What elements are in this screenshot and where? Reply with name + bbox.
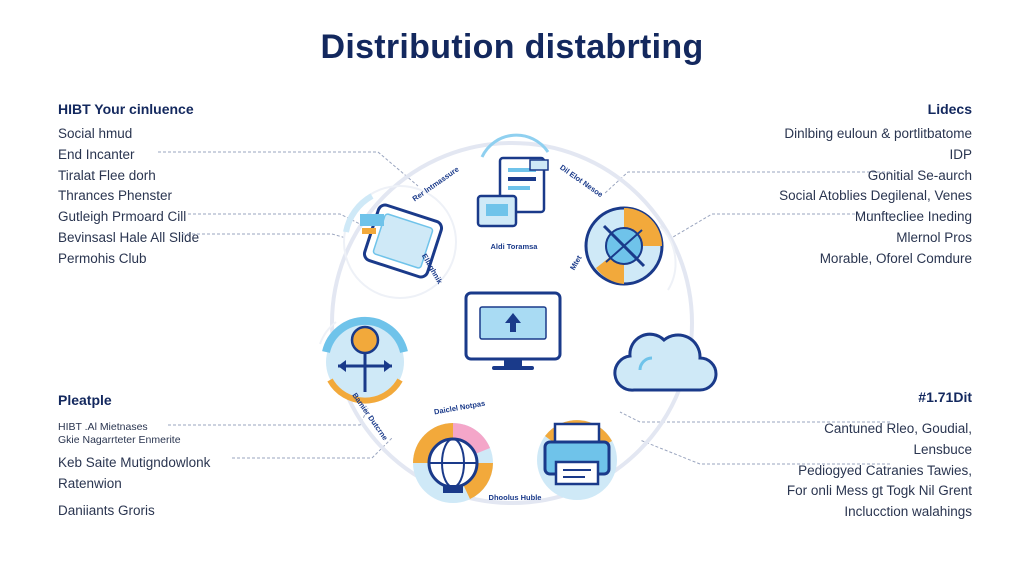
document-icon[interactable] (476, 133, 550, 228)
left-bottom-heading: Pleatple (58, 392, 112, 408)
left-top-heading: HIBT Your cinluence (58, 101, 194, 117)
main-ring (330, 141, 694, 505)
list-item: Bevinsasl Hale All Slide (58, 229, 200, 245)
list-item: HIBT .Al Mietnases (58, 421, 148, 433)
list-item: Permohis Club (58, 250, 147, 266)
list-item: Thrances Phenster (58, 188, 173, 204)
right-bottom-heading: #1.71Dit (918, 389, 972, 405)
node-label: Aldi Toramsa (491, 242, 539, 251)
list-item: Social hmud (58, 126, 133, 141)
list-item: Lensbuce (913, 441, 972, 457)
list-item: Inclucction walahings (844, 504, 972, 520)
connector-line (168, 407, 369, 426)
list-item: Mlernol Pros (896, 229, 972, 245)
node-label: Dhoolus Huble (489, 493, 542, 502)
page-title: Distribution distabrting (320, 28, 704, 66)
compass-icon[interactable] (319, 316, 408, 404)
cloud-icon[interactable] (613, 332, 718, 392)
connector-line (603, 171, 890, 195)
node-label: Mtet (568, 253, 584, 271)
connector-line (188, 213, 361, 225)
list-item: End Incanter (58, 146, 135, 162)
printer-icon[interactable] (537, 420, 617, 500)
connector-line (182, 233, 347, 239)
list-item: For onli Mess gt Togk Nil Grent (786, 483, 972, 499)
list-item: Gutleigh Prmoard Cill (58, 209, 187, 225)
tablet-icon[interactable] (343, 185, 457, 299)
connector-lines (158, 151, 890, 465)
list-item: Keb Saite Mutigndowlonk (58, 455, 211, 470)
monitor-upload-icon[interactable] (464, 291, 562, 370)
right-top-heading: Lidecs (927, 101, 972, 117)
connector-line (158, 151, 419, 187)
left-bottom-list: Pleatple HIBT .Al Mietnases Gkie Nagarrt… (58, 392, 210, 521)
right-top-list: Lidecs Dinlbing euloun & portlitbatome I… (779, 101, 972, 270)
connector-line (232, 437, 393, 459)
connector-line (619, 411, 890, 423)
node-label: Dil Elot Nesoe (558, 163, 604, 199)
list-item: Ratenwion (58, 475, 122, 491)
list-item: Tiralat Flee dorh (58, 167, 156, 183)
list-item: Morable, Oforel Comdure (819, 250, 972, 266)
connector-line (667, 213, 890, 241)
list-item: Dinlbing euloun & portlitbatome (784, 126, 972, 141)
right-bottom-list: #1.71Dit Cantuned Rleo, Goudial, Lensbuc… (787, 389, 972, 523)
list-item: Pediogyed Catranies Tawies, (798, 462, 972, 478)
radar-icon[interactable] (584, 206, 677, 291)
list-item: Gonitial Se-aurch (867, 167, 972, 183)
left-top-list: HIBT Your cinluence Social hmud End Inca… (58, 101, 199, 270)
node-label: Daiclel Notpas (433, 399, 485, 417)
list-item: Cantuned Rleo, Goudial, (824, 421, 972, 436)
list-item: IDP (949, 146, 972, 162)
connector-line (639, 439, 890, 465)
list-item: Gkie Nagarrteter Enmerite (58, 434, 181, 446)
list-item: Munftecliee Ineding (854, 209, 972, 225)
list-item: Social Atoblies Degilenal, Venes (779, 188, 972, 204)
globe-icon[interactable] (413, 423, 493, 503)
list-item: Daniiants Groris (58, 502, 155, 518)
